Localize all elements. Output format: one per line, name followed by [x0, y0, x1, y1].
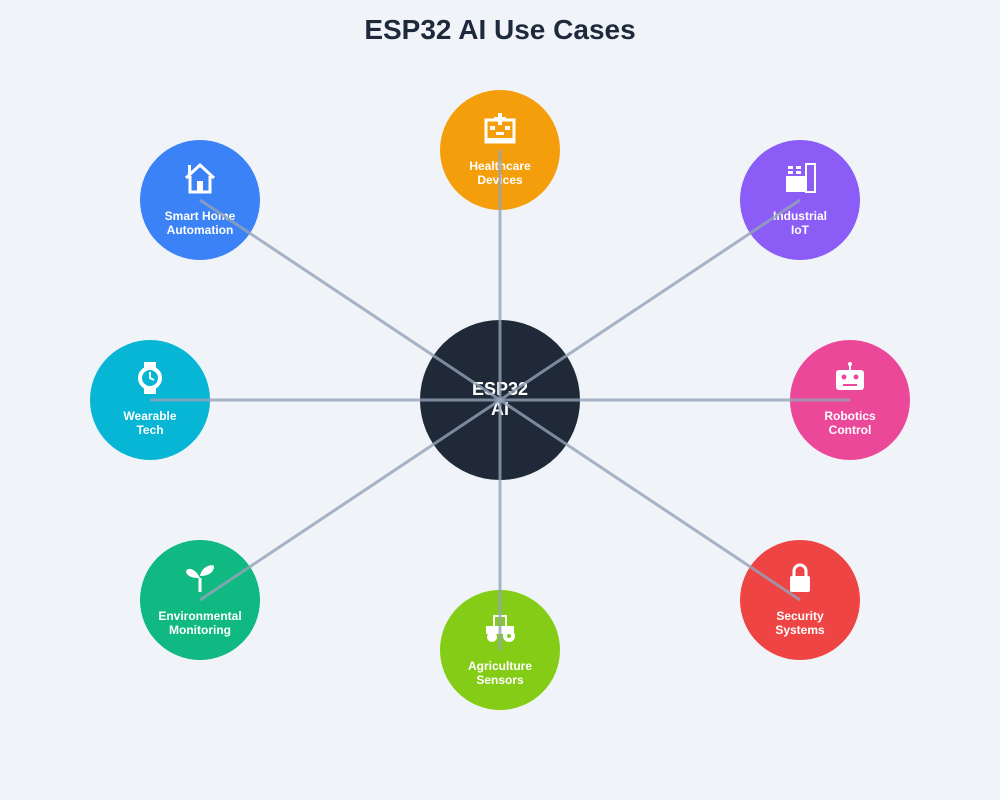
seedling-icon	[186, 565, 214, 592]
diagram-title: ESP32 AI Use Cases	[364, 14, 636, 45]
node-label: Environmental Monitoring	[158, 609, 242, 637]
node-wearable: Wearable Tech	[90, 340, 210, 460]
lock-icon	[790, 563, 810, 592]
node-label: Wearable Tech	[123, 409, 177, 437]
node-label: Agriculture Sensors	[467, 659, 532, 687]
hospital-icon	[484, 113, 516, 144]
node-label: Robotics Control	[824, 409, 876, 437]
node-smart-home: Smart Home Automation	[140, 140, 260, 260]
node-agriculture: Agriculture Sensors	[440, 590, 560, 710]
node-environmental: Environmental Monitoring	[140, 540, 260, 660]
center-node-label: ESP32 AI	[471, 379, 529, 419]
robot-icon	[836, 362, 864, 390]
node-label: Security Systems	[775, 609, 825, 637]
node-industrial: Industrial IoT	[740, 140, 860, 260]
node-label: Smart Home Automation	[164, 209, 236, 237]
watch-icon	[138, 362, 162, 394]
node-healthcare: Healthcare Devices	[440, 90, 560, 210]
tractor-icon	[486, 615, 515, 642]
factory-icon	[786, 163, 816, 193]
node-label: Healthcare Devices	[469, 159, 531, 187]
node-security: Security Systems	[740, 540, 860, 660]
house-icon	[184, 162, 216, 194]
node-label: Industrial IoT	[772, 209, 827, 237]
node-robotics: Robotics Control	[790, 340, 910, 460]
center-node: ESP32 AI	[420, 320, 580, 480]
